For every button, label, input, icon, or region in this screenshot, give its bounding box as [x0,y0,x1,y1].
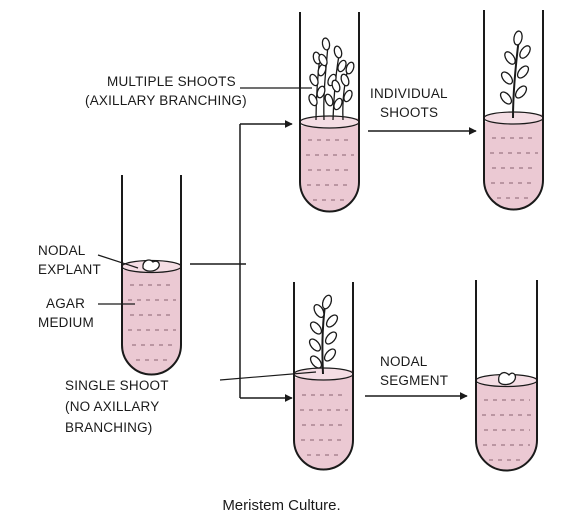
single-shoot-icon [498,30,532,118]
label-multiple-shoots: MULTIPLE SHOOTS (AXILLARY BRANCHING) [85,72,247,110]
agar-medium-fill [122,263,181,375]
label-individual-shoots: INDIVIDUAL SHOOTS [370,84,448,122]
figure-caption: Meristem Culture. [0,497,563,514]
multiple-shoots-test-tube [300,12,359,212]
nodal-segment-test-tube [476,280,537,470]
single-shoot-icon [307,294,339,374]
nodal-segment-icon [499,373,516,385]
label-single-shoot: SINGLE SHOOT (NO AXILLARY BRANCHING) [65,375,169,438]
nodal-explant-icon [143,260,159,271]
label-nodal-explant: NODAL EXPLANT [38,241,101,279]
multiple-shoots-icon [307,37,355,120]
source-test-tube [122,175,181,375]
individual-shoot-test-tube [484,10,543,210]
single-shoot-test-tube [294,282,353,470]
label-nodal-segment: NODAL SEGMENT [380,352,448,390]
branching-connector [190,124,292,398]
label-agar-medium: AGAR MEDIUM [38,294,94,332]
